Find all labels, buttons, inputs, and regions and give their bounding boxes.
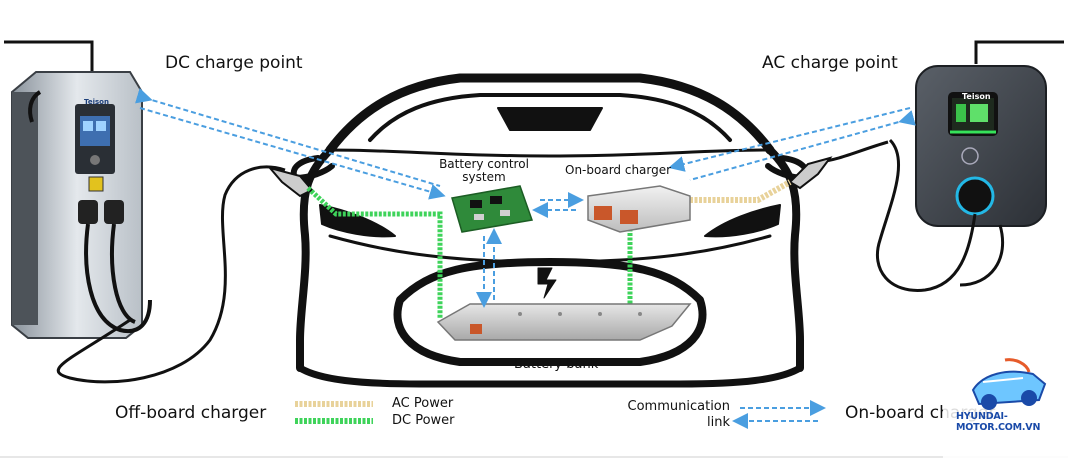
battery-bank-unit xyxy=(438,304,690,340)
battery-bank-label: Battery bank xyxy=(514,357,598,372)
battery-control-board xyxy=(452,186,532,232)
legend-comm-label: Communication link xyxy=(622,399,730,431)
watermark-text: HYUNDAI-MOTOR.COM.VN xyxy=(956,411,1068,433)
legend-dc-label: DC Power xyxy=(392,413,455,428)
on-board-charger-unit xyxy=(588,186,690,232)
ac-charge-point-label: AC charge point xyxy=(762,53,898,73)
on-board-charger-top-label: On-board charger xyxy=(565,164,671,177)
battery-control-system-label: Battery control system xyxy=(436,158,532,184)
ac-wallbox xyxy=(877,42,1064,290)
watermark xyxy=(943,338,1068,459)
dc-charging-station xyxy=(4,42,150,338)
watermark-car-logo-icon xyxy=(943,338,1068,459)
dc-power-line xyxy=(308,188,440,318)
dc-station-brand: Teison xyxy=(84,98,109,106)
off-board-charger-label: Off-board charger xyxy=(115,403,266,423)
legend-ac-label: AC Power xyxy=(392,396,453,411)
dc-charge-point-label: DC charge point xyxy=(165,53,303,73)
ac-wallbox-brand: Teison xyxy=(962,92,991,101)
ac-power-line xyxy=(690,182,790,200)
